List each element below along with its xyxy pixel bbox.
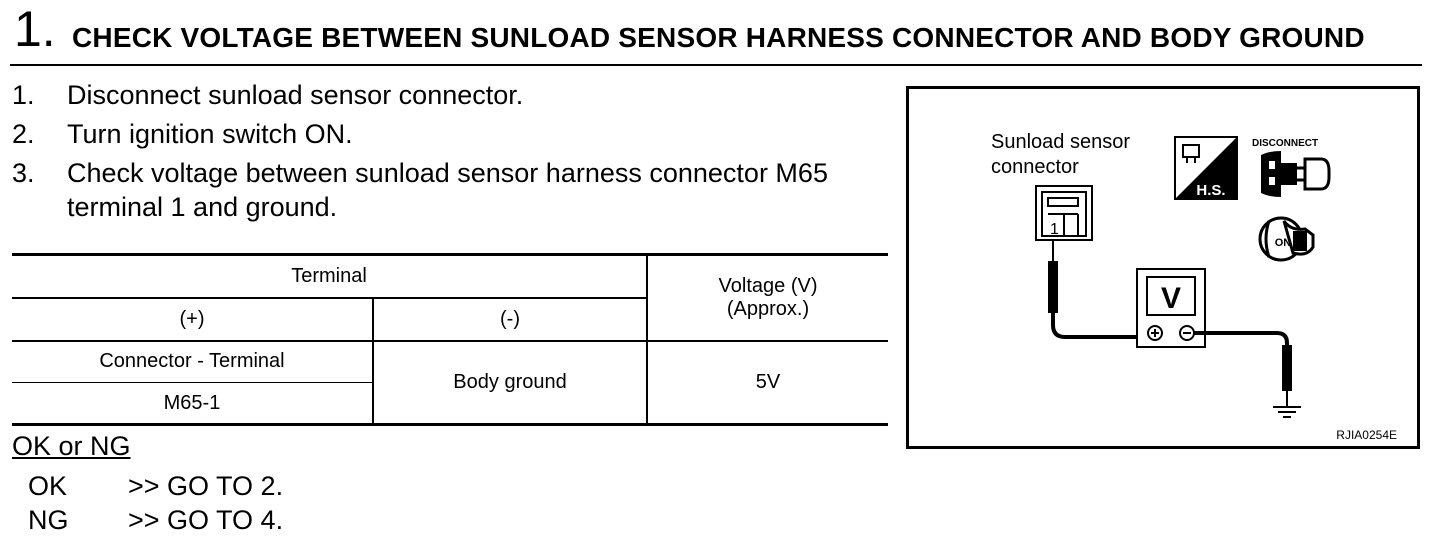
voltage-header: Voltage (V) (Approx.) — [646, 253, 889, 342]
plus-value: M65-1 — [12, 382, 373, 426]
verdict-ng-row: NG >> GO TO 4. — [28, 505, 283, 536]
ng-label: NG — [28, 505, 69, 535]
voltage-header-line2: (Approx.) — [726, 297, 810, 320]
ignition-label: ON — [1275, 237, 1292, 249]
step-index: 2. — [12, 119, 35, 149]
wiring-figure: Sunload sensor connector 1 V — [906, 86, 1420, 449]
disconnect-icon — [1261, 151, 1331, 197]
sensor-connector-icon — [1035, 185, 1093, 241]
ignition-key-icon — [1258, 216, 1315, 262]
hs-icon — [1174, 136, 1238, 200]
verdict-title: OK or NG — [12, 431, 131, 461]
terminal-number: 1 — [1050, 221, 1059, 238]
connector-label-line2: connector — [991, 156, 1079, 178]
positive-probe-icon — [1048, 239, 1153, 339]
connector-terminal-header: Connector - Terminal — [12, 340, 373, 383]
voltmeter-label: V — [1161, 282, 1181, 315]
step-number: 1. — [14, 1, 56, 57]
ground-icon — [1273, 406, 1301, 418]
voltmeter-icon — [1136, 268, 1206, 348]
negative-probe-icon — [1194, 331, 1292, 407]
step-text: Check voltage between sunload sensor har… — [67, 158, 828, 222]
ok-action: >> GO TO 2. — [128, 471, 284, 501]
verdict-ok-row: OK >> GO TO 2. — [28, 471, 283, 502]
hs-label: H.S. — [1196, 182, 1225, 199]
ng-action: >> GO TO 4. — [128, 505, 284, 535]
step-header: 1. CHECK VOLTAGE BETWEEN SUNLOAD SENSOR … — [10, 1, 1422, 66]
disconnect-label: DISCONNECT — [1252, 138, 1318, 149]
minus-value: Body ground — [371, 340, 648, 426]
step-text: Disconnect sunload sensor connector. — [67, 80, 524, 110]
procedure-step: 1. Disconnect sunload sensor connector. — [12, 78, 902, 112]
procedure-step: 3. Check voltage between sunload sensor h… — [12, 156, 902, 224]
step-index: 3. — [12, 158, 35, 188]
step-text: Turn ignition switch ON. — [67, 119, 353, 149]
ok-label: OK — [28, 471, 68, 501]
voltage-value: 5V — [646, 340, 889, 426]
connector-label-line1: Sunload sensor — [991, 131, 1130, 153]
voltage-header-line1: Voltage (V) — [718, 274, 818, 297]
procedure-step: 2. Turn ignition switch ON. — [12, 117, 902, 151]
plus-header: (+) — [12, 297, 373, 342]
minus-header: (-) — [371, 297, 648, 342]
figure-code: RJIA0254E — [1336, 428, 1397, 442]
step-title: CHECK VOLTAGE BETWEEN SUNLOAD SENSOR HAR… — [72, 22, 1365, 53]
procedure-steps: 1. Disconnect sunload sensor connector. 2… — [12, 78, 902, 229]
terminal-header: Terminal — [12, 253, 648, 299]
wiring-diagram: Sunload sensor connector 1 V — [991, 131, 1397, 442]
step-index: 1. — [12, 80, 35, 110]
voltage-spec-table: Terminal Voltage (V) (Approx.) (+) (-) C… — [12, 253, 889, 426]
